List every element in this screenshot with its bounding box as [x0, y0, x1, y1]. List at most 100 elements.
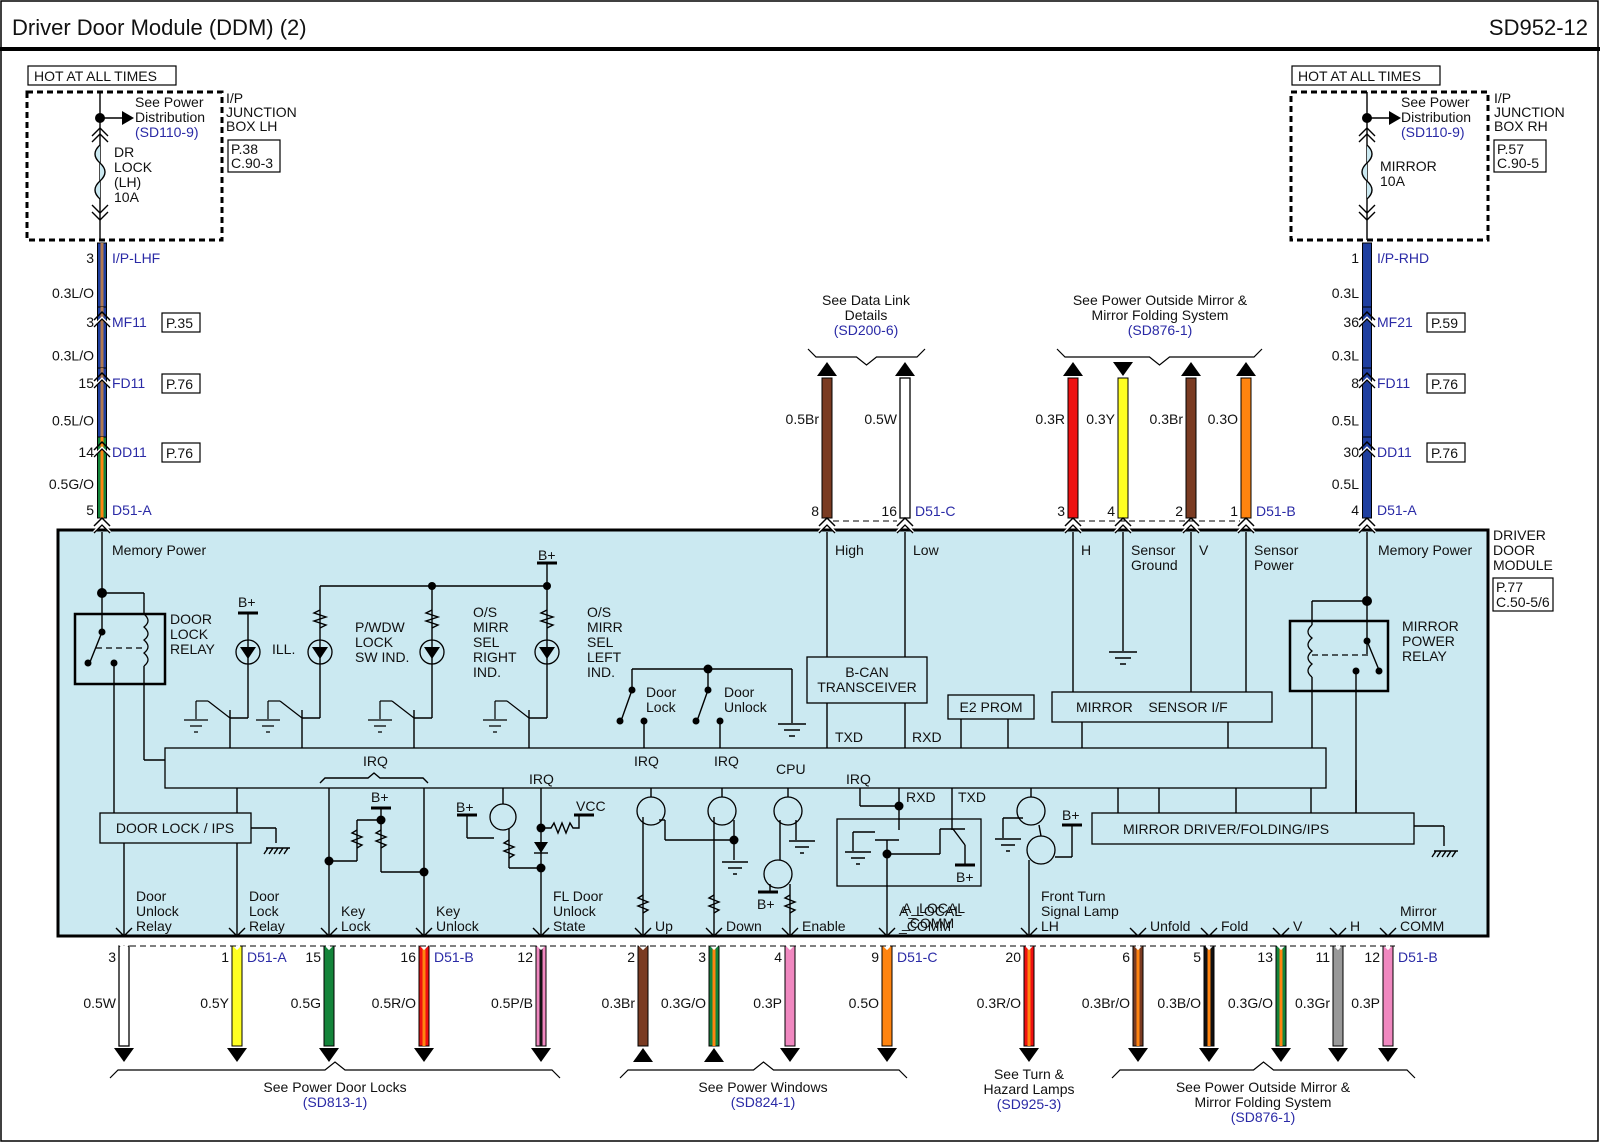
- connector-pin: 4: [774, 949, 782, 965]
- pin-label: Lock: [249, 903, 280, 919]
- wire-stripe: [100, 307, 104, 391]
- right-ind-label: MIRR: [473, 619, 509, 635]
- left-box-label: BOX LH: [226, 118, 277, 134]
- txd-label: TXD: [958, 789, 986, 805]
- module-internals: Memory Power DOOR LOCK RELAY B+ ILL. B+: [73, 532, 1472, 936]
- connector-name: I/P-RHD: [1377, 250, 1429, 266]
- arrow-down-icon: [114, 1048, 134, 1062]
- connector-pin: 30: [1343, 444, 1359, 460]
- bplus-label: B+: [538, 547, 556, 563]
- wire-spec: 0.5L: [1332, 476, 1359, 492]
- driver-door-module-box: [56, 528, 1490, 938]
- pin-label: Up: [655, 918, 673, 934]
- bplus-label: B+: [371, 789, 389, 805]
- pin-label: Mirror: [1400, 903, 1437, 919]
- right-fuse-label: 10A: [1380, 173, 1406, 189]
- left-see-ref-link[interactable]: (SD110-9): [135, 124, 199, 140]
- top-wire: 0.3R3: [1035, 362, 1083, 534]
- left-connector-icon: [91, 204, 109, 221]
- group-ref-link[interactable]: (SD813-1): [303, 1094, 368, 1110]
- connector-pin: 1: [221, 949, 229, 965]
- connector-pin: 3: [108, 949, 116, 965]
- wire-segment: [637, 945, 649, 1047]
- wire-stripe: [100, 368, 104, 460]
- group-ref-link[interactable]: (SD876-1): [1231, 1109, 1296, 1125]
- right-fuse-box: [1289, 90, 1490, 242]
- connector-chevron-icon: [896, 516, 914, 527]
- arrow-up-icon: [633, 1048, 653, 1062]
- left-see-line2: Distribution: [135, 109, 205, 125]
- right-see-line1: See Power: [1401, 94, 1470, 110]
- page-ref: P.76: [1431, 445, 1458, 461]
- pin-label: Front Turn: [1041, 888, 1106, 904]
- pwdw-label: P/WDW: [355, 619, 406, 635]
- wire-segment: [323, 945, 335, 1047]
- connector-chevron-icon: [818, 516, 836, 527]
- wire-spec: 0.5L: [1332, 413, 1359, 429]
- connector-chevron-icon: [1114, 516, 1132, 527]
- rxd-label: RXD: [912, 729, 942, 745]
- memory-power-left-label: Memory Power: [112, 542, 206, 558]
- right-see-ref-link[interactable]: (SD110-9): [1401, 124, 1465, 140]
- left-page-ref: C.90-3: [231, 155, 273, 171]
- cpu-block: [164, 747, 1327, 789]
- wire-spec: 0.5P/B: [491, 995, 533, 1011]
- txd-label: TXD: [835, 729, 863, 745]
- connector-name: FD11: [1377, 375, 1410, 391]
- group-label: See Power Door Locks: [263, 1079, 406, 1095]
- mirror-relay-label: RELAY: [1402, 648, 1448, 664]
- connector-pin: 36: [1343, 314, 1359, 330]
- arrow-down-icon: [1113, 362, 1133, 376]
- connector-name: D51-C: [897, 949, 937, 965]
- group-ref-link[interactable]: (SD824-1): [731, 1094, 796, 1110]
- right-ind-label: IND.: [473, 664, 501, 680]
- group-label: See Data Link: [822, 292, 911, 308]
- irq-label: IRQ: [634, 753, 659, 769]
- left-fuse-label: (LH): [114, 174, 141, 190]
- wire-segment: [1185, 377, 1197, 519]
- pin-label: V: [1293, 918, 1303, 934]
- connector-chevron-icon: [1379, 927, 1397, 937]
- mirror-driver-block: [1091, 812, 1415, 845]
- arrow-up-icon: [704, 1048, 724, 1062]
- right-ind-label: RIGHT: [473, 649, 517, 665]
- connector-name: D51-A: [1377, 502, 1417, 518]
- module-name: MODULE: [1493, 557, 1553, 573]
- door-unlock-switch-label: Door: [724, 684, 755, 700]
- sensor-ground-label: Sensor: [1131, 542, 1176, 558]
- wire-spec: 0.5W: [83, 995, 116, 1011]
- page-ref: P.76: [166, 376, 193, 392]
- connector-pin: 4: [1107, 503, 1115, 519]
- page-ref: P.76: [166, 445, 193, 461]
- connector-chevron-icon: [1358, 440, 1376, 451]
- right-page-ref: P.57: [1497, 141, 1524, 157]
- connector-pin: 1: [1230, 503, 1238, 519]
- connector-pin: 3: [86, 314, 94, 330]
- group-ref-link[interactable]: (SD200-6): [834, 322, 899, 338]
- group-ref-link[interactable]: (SD925-3): [997, 1096, 1062, 1112]
- connector-chevron-icon: [1358, 516, 1376, 527]
- pin-label: Signal Lamp: [1041, 903, 1119, 919]
- connector-chevron-icon: [1329, 927, 1347, 937]
- group-label: See Power Windows: [698, 1079, 827, 1095]
- connector-pin: 9: [871, 949, 879, 965]
- connector-name: MF11: [112, 314, 147, 330]
- left-ind-label: MIRR: [587, 619, 623, 635]
- connector-pin: 16: [400, 949, 416, 965]
- connector-pin: 5: [1193, 949, 1201, 965]
- wire-spec: 0.3P: [753, 995, 782, 1011]
- connector-name: D51-B: [1398, 949, 1438, 965]
- arrow-up-icon: [1181, 362, 1201, 376]
- arrow-up-icon: [1063, 362, 1083, 376]
- group-ref-link[interactable]: (SD876-1): [1128, 322, 1193, 338]
- irq-label: IRQ: [529, 771, 554, 787]
- wire-spec: 0.3G/O: [661, 995, 706, 1011]
- connector-chevron-icon: [1182, 516, 1200, 527]
- ground-icon: [256, 719, 280, 733]
